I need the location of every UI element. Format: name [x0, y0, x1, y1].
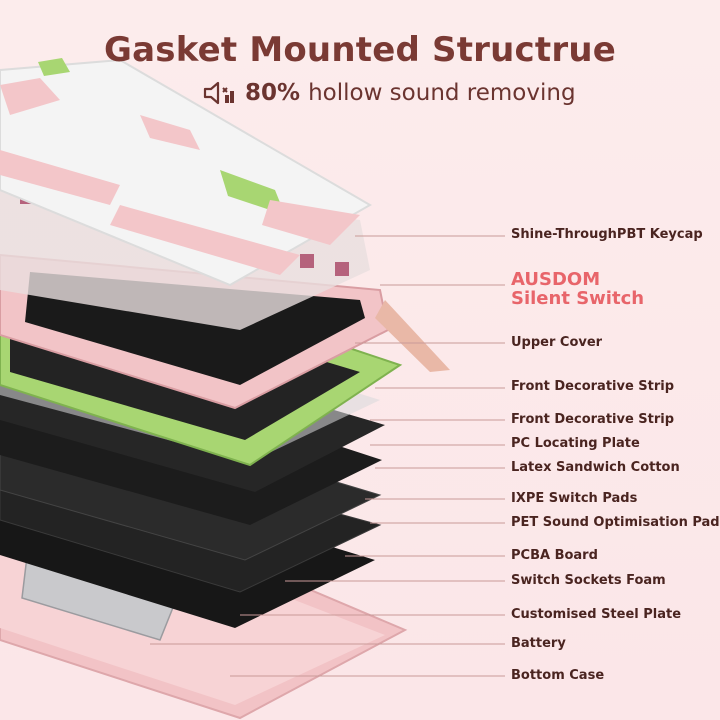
leader-lines: [150, 235, 505, 677]
label-sockets-foam: Switch Sockets Foam: [511, 573, 666, 588]
brand-product: Silent Switch: [511, 288, 645, 309]
keycap-layer: [0, 58, 373, 287]
subtitle-text: hollow sound removing: [308, 80, 576, 106]
subtitle: 80% hollow sound removing: [203, 78, 576, 108]
label-pet-pads: PET Sound Optimisation Pads: [511, 515, 720, 530]
label-pc-plate: PC Locating Plate: [511, 436, 640, 451]
percent-value: 80%: [245, 80, 301, 106]
page-title: Gasket Mounted Structrue: [104, 30, 616, 70]
label-front-strip-1: Front Decorative Strip: [511, 379, 675, 394]
label-steel-plate: Customised Steel Plate: [511, 607, 682, 622]
brand-name: AUSDOM: [511, 269, 601, 290]
label-upper-cover: Upper Cover: [511, 335, 603, 350]
label-pcba: PCBA Board: [511, 548, 598, 563]
label-latex-cotton: Latex Sandwich Cotton: [511, 460, 680, 475]
label-ixpe-pads: IXPE Switch Pads: [511, 491, 638, 506]
speaker-volume-icon: [203, 81, 234, 105]
brand-switch-callout: AUSDOM Silent Switch: [511, 270, 644, 308]
label-battery: Battery: [511, 636, 566, 651]
label-front-strip-2: Front Decorative Strip: [511, 412, 675, 427]
label-bottom-case: Bottom Case: [511, 668, 605, 683]
label-keycap: Shine-ThroughPBT Keycap: [511, 227, 703, 242]
